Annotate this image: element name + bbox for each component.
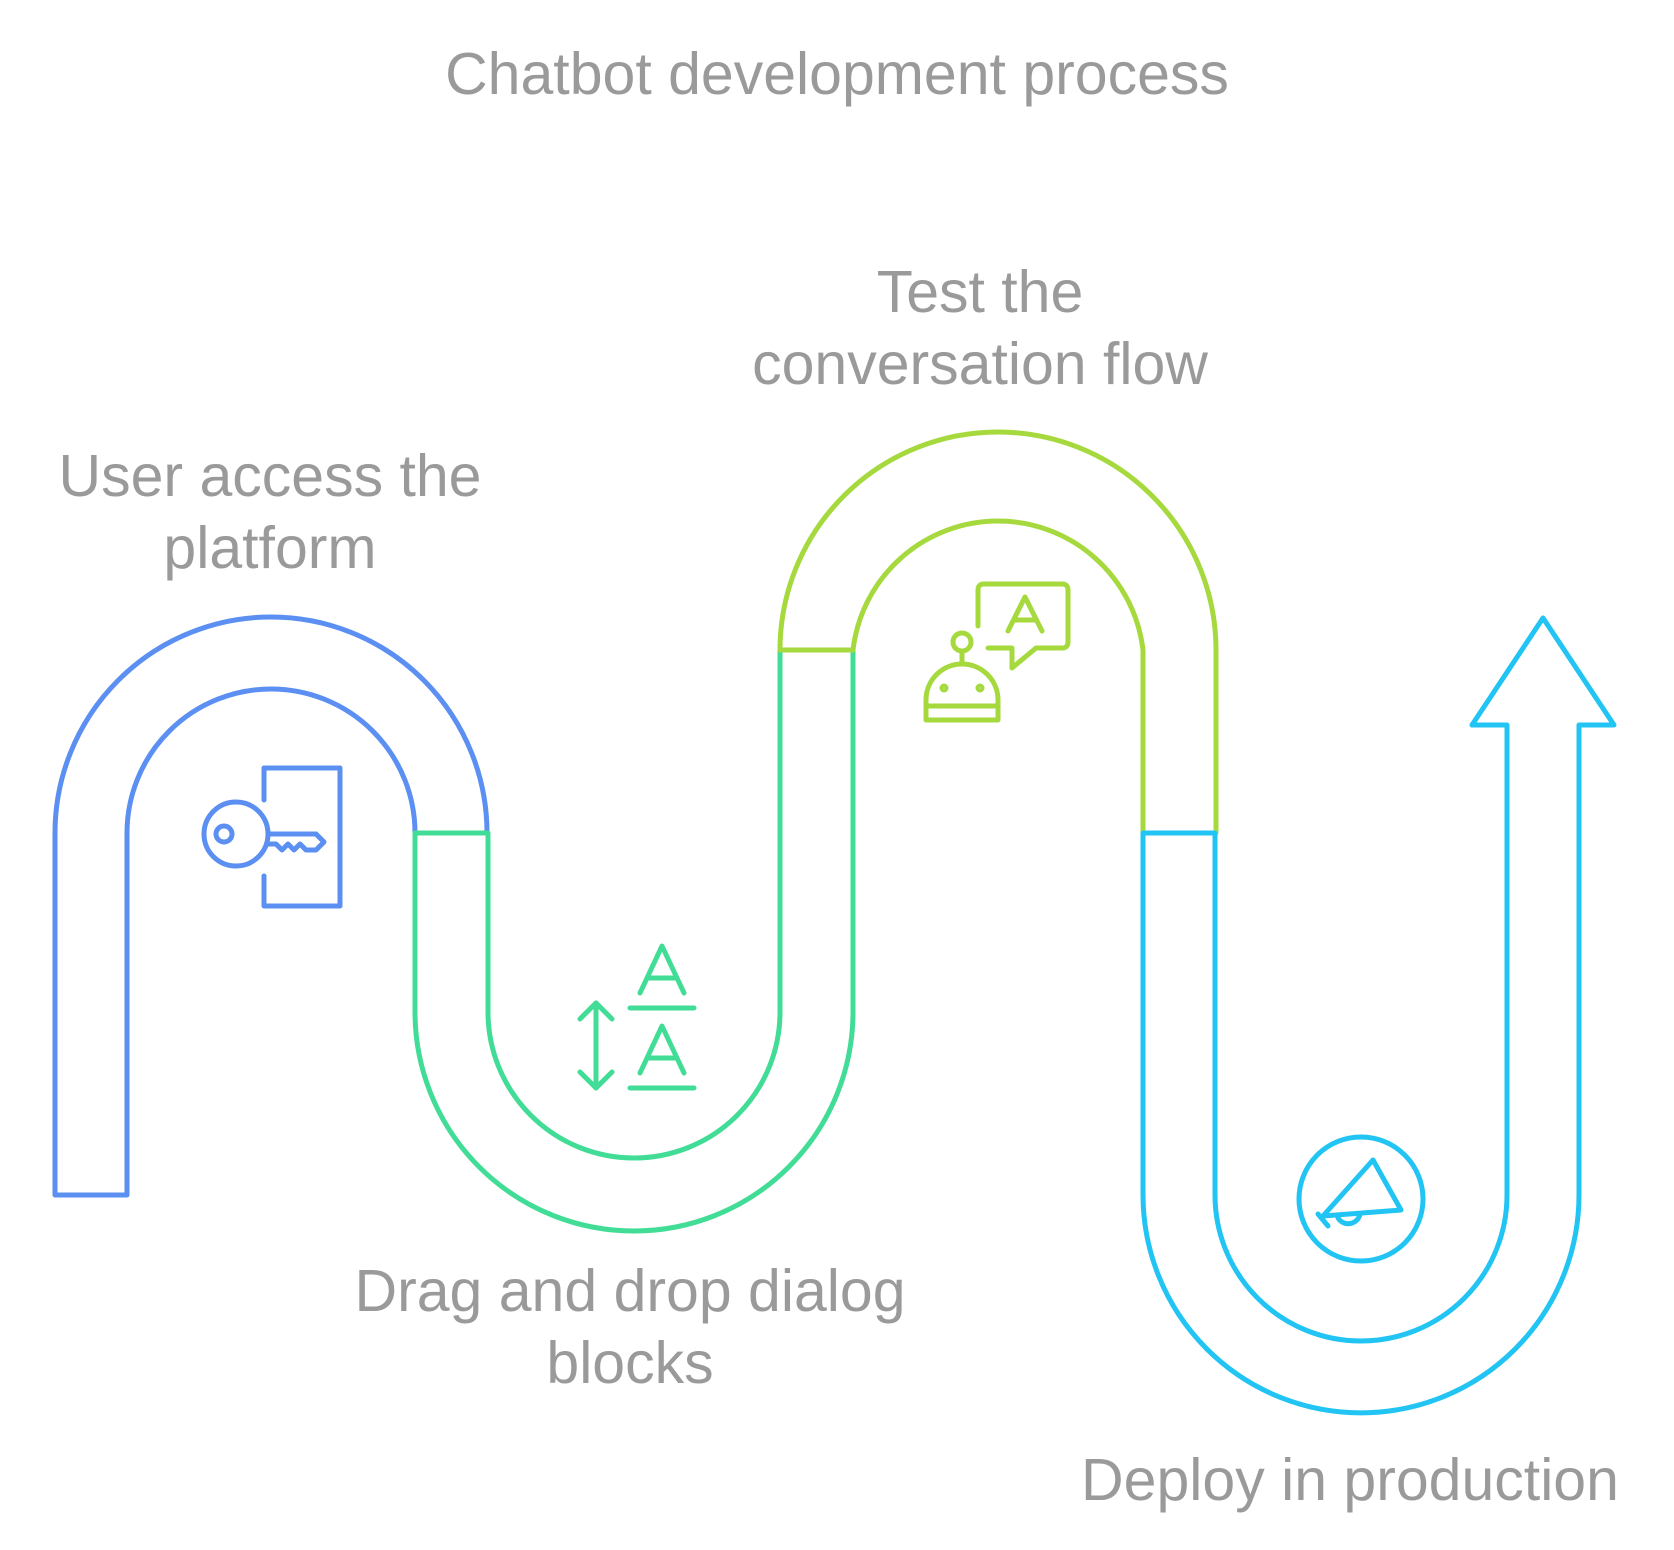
step1-path-segment [52, 614, 490, 1198]
step4-path-segment [1140, 615, 1617, 1416]
step1-label: User access the platform [58, 443, 482, 581]
diagram-title: Chatbot development process [445, 41, 1229, 107]
step3-label: Test the conversation flow [752, 259, 1208, 397]
gear-megaphone-icon [1296, 1134, 1426, 1264]
step2-label: Drag and drop dialog blocks [354, 1258, 906, 1396]
key-door-icon [201, 765, 343, 909]
step4-label: Deploy in production [1081, 1447, 1619, 1513]
step3-path-segment [777, 429, 1219, 836]
text-size-drag-icon [577, 943, 697, 1091]
robot-chat-icon [923, 581, 1071, 723]
step2-path-segment [412, 647, 856, 1234]
